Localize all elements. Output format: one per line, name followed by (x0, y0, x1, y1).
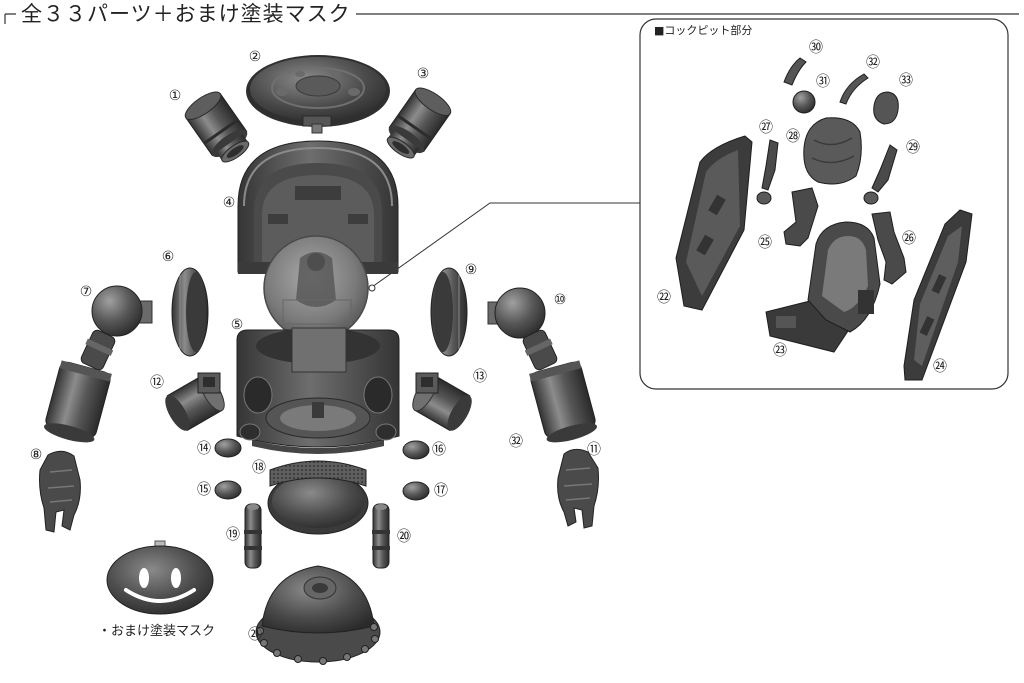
cockpit-part-number-31: ㉛ (816, 74, 830, 90)
part-number-8: ⑧ (29, 447, 43, 463)
part-8-left-hand (39, 450, 81, 533)
part-14-cap (214, 438, 242, 458)
part-12-cylinder (165, 372, 225, 432)
part-number-14: ⑭ (197, 441, 211, 457)
part-18-drum (267, 460, 369, 535)
cockpit-part-32-tube (839, 73, 869, 105)
mask-right-eye (171, 568, 181, 588)
cockpit-part-29-arm (863, 144, 898, 205)
part-number-3: ③ (416, 66, 430, 82)
cockpit-part-number-26: ㉖ (902, 231, 916, 247)
mask-left-eye (139, 568, 149, 588)
part-21-base-dome (255, 565, 381, 665)
part-number-18: ⑱ (252, 460, 266, 476)
part-number-11: ⑪ (587, 442, 601, 458)
cockpit-part-33-head (873, 91, 899, 125)
part-20-peg (372, 503, 390, 569)
part-number-17: ⑰ (434, 483, 448, 499)
cockpit-part-28-torso (803, 117, 862, 185)
part-number-6: ⑥ (161, 249, 175, 265)
part-number-7: ⑦ (79, 284, 93, 300)
part-3-cylinder (386, 87, 452, 159)
part-number-20: ⑳ (397, 529, 411, 545)
part-9-ring (430, 267, 468, 357)
cockpit-part-23-seat (765, 221, 881, 353)
part-6-ring (171, 267, 209, 357)
part-number-16: ⑯ (432, 442, 446, 458)
part-13-cylinder (412, 372, 472, 432)
part-number-4: ④ (222, 195, 236, 211)
part-number-13: ⑬ (473, 369, 487, 385)
cockpit-part-26-leg (871, 211, 907, 285)
cockpit-part-number-28: ㉘ (786, 129, 800, 145)
cockpit-part-number-33: ㉝ (899, 73, 913, 89)
cockpit-part-number-25: ㉕ (758, 235, 772, 251)
part-number-10: ⑩ (553, 292, 567, 308)
cockpit-part-number-22: ㉒ (657, 290, 671, 306)
part-number-19: ⑲ (226, 527, 240, 543)
part-17-cap (402, 481, 430, 501)
cockpit-part-number-32: ㉜ (866, 55, 880, 71)
part-10-right-arm (487, 287, 597, 443)
part-11-right-hand (557, 448, 599, 529)
part-2-dome-lid (246, 55, 390, 134)
part-number-2: ② (248, 49, 262, 65)
cockpit-section-heading: ■コックピット部分 (654, 24, 753, 37)
part-number-1: ① (168, 88, 182, 104)
cockpit-part-27-arm (756, 139, 779, 205)
part-number-21: ㉑ (248, 627, 262, 643)
bonus-mask-label: ・おまけ塗装マスク (98, 624, 216, 639)
part-number-9: ⑨ (464, 262, 478, 278)
cockpit-part-number-29: ㉙ (906, 140, 920, 156)
part-19-peg (244, 503, 262, 569)
part-4-upper-shell (237, 140, 399, 274)
cockpit-part-number-30: ㉚ (809, 40, 823, 56)
bonus-paint-mask (106, 540, 214, 615)
part-7-left-arm (44, 285, 153, 443)
part-16-cap (402, 440, 430, 460)
cockpit-part-number-27: ㉗ (759, 120, 773, 136)
cockpit-canopy (263, 235, 369, 341)
part-number-12: ⑫ (150, 375, 164, 391)
callout-anchor (368, 284, 376, 292)
part-1-cylinder (184, 91, 250, 163)
cockpit-part-22-left-panel (675, 135, 753, 311)
cockpit-part-number-24: ㉔ (933, 359, 947, 375)
part-5-lower-body (236, 327, 400, 454)
cockpit-part-number-23: ㉓ (773, 343, 787, 359)
part-number-32-main: ㉜ (509, 434, 523, 450)
part-number-15: ⑮ (197, 482, 211, 498)
mask-smile (124, 588, 196, 603)
diagram-title: 全３３パーツ＋おまけ塗装マスク (16, 0, 356, 28)
cockpit-part-31-head (792, 90, 816, 114)
callout-line (371, 202, 640, 288)
part-number-5: ⑤ (230, 317, 244, 333)
cockpit-part-30-tube (783, 57, 807, 86)
cockpit-part-25-leg (783, 187, 819, 247)
part-15-cap (214, 480, 242, 500)
cockpit-part-24-right-panel (903, 209, 973, 381)
